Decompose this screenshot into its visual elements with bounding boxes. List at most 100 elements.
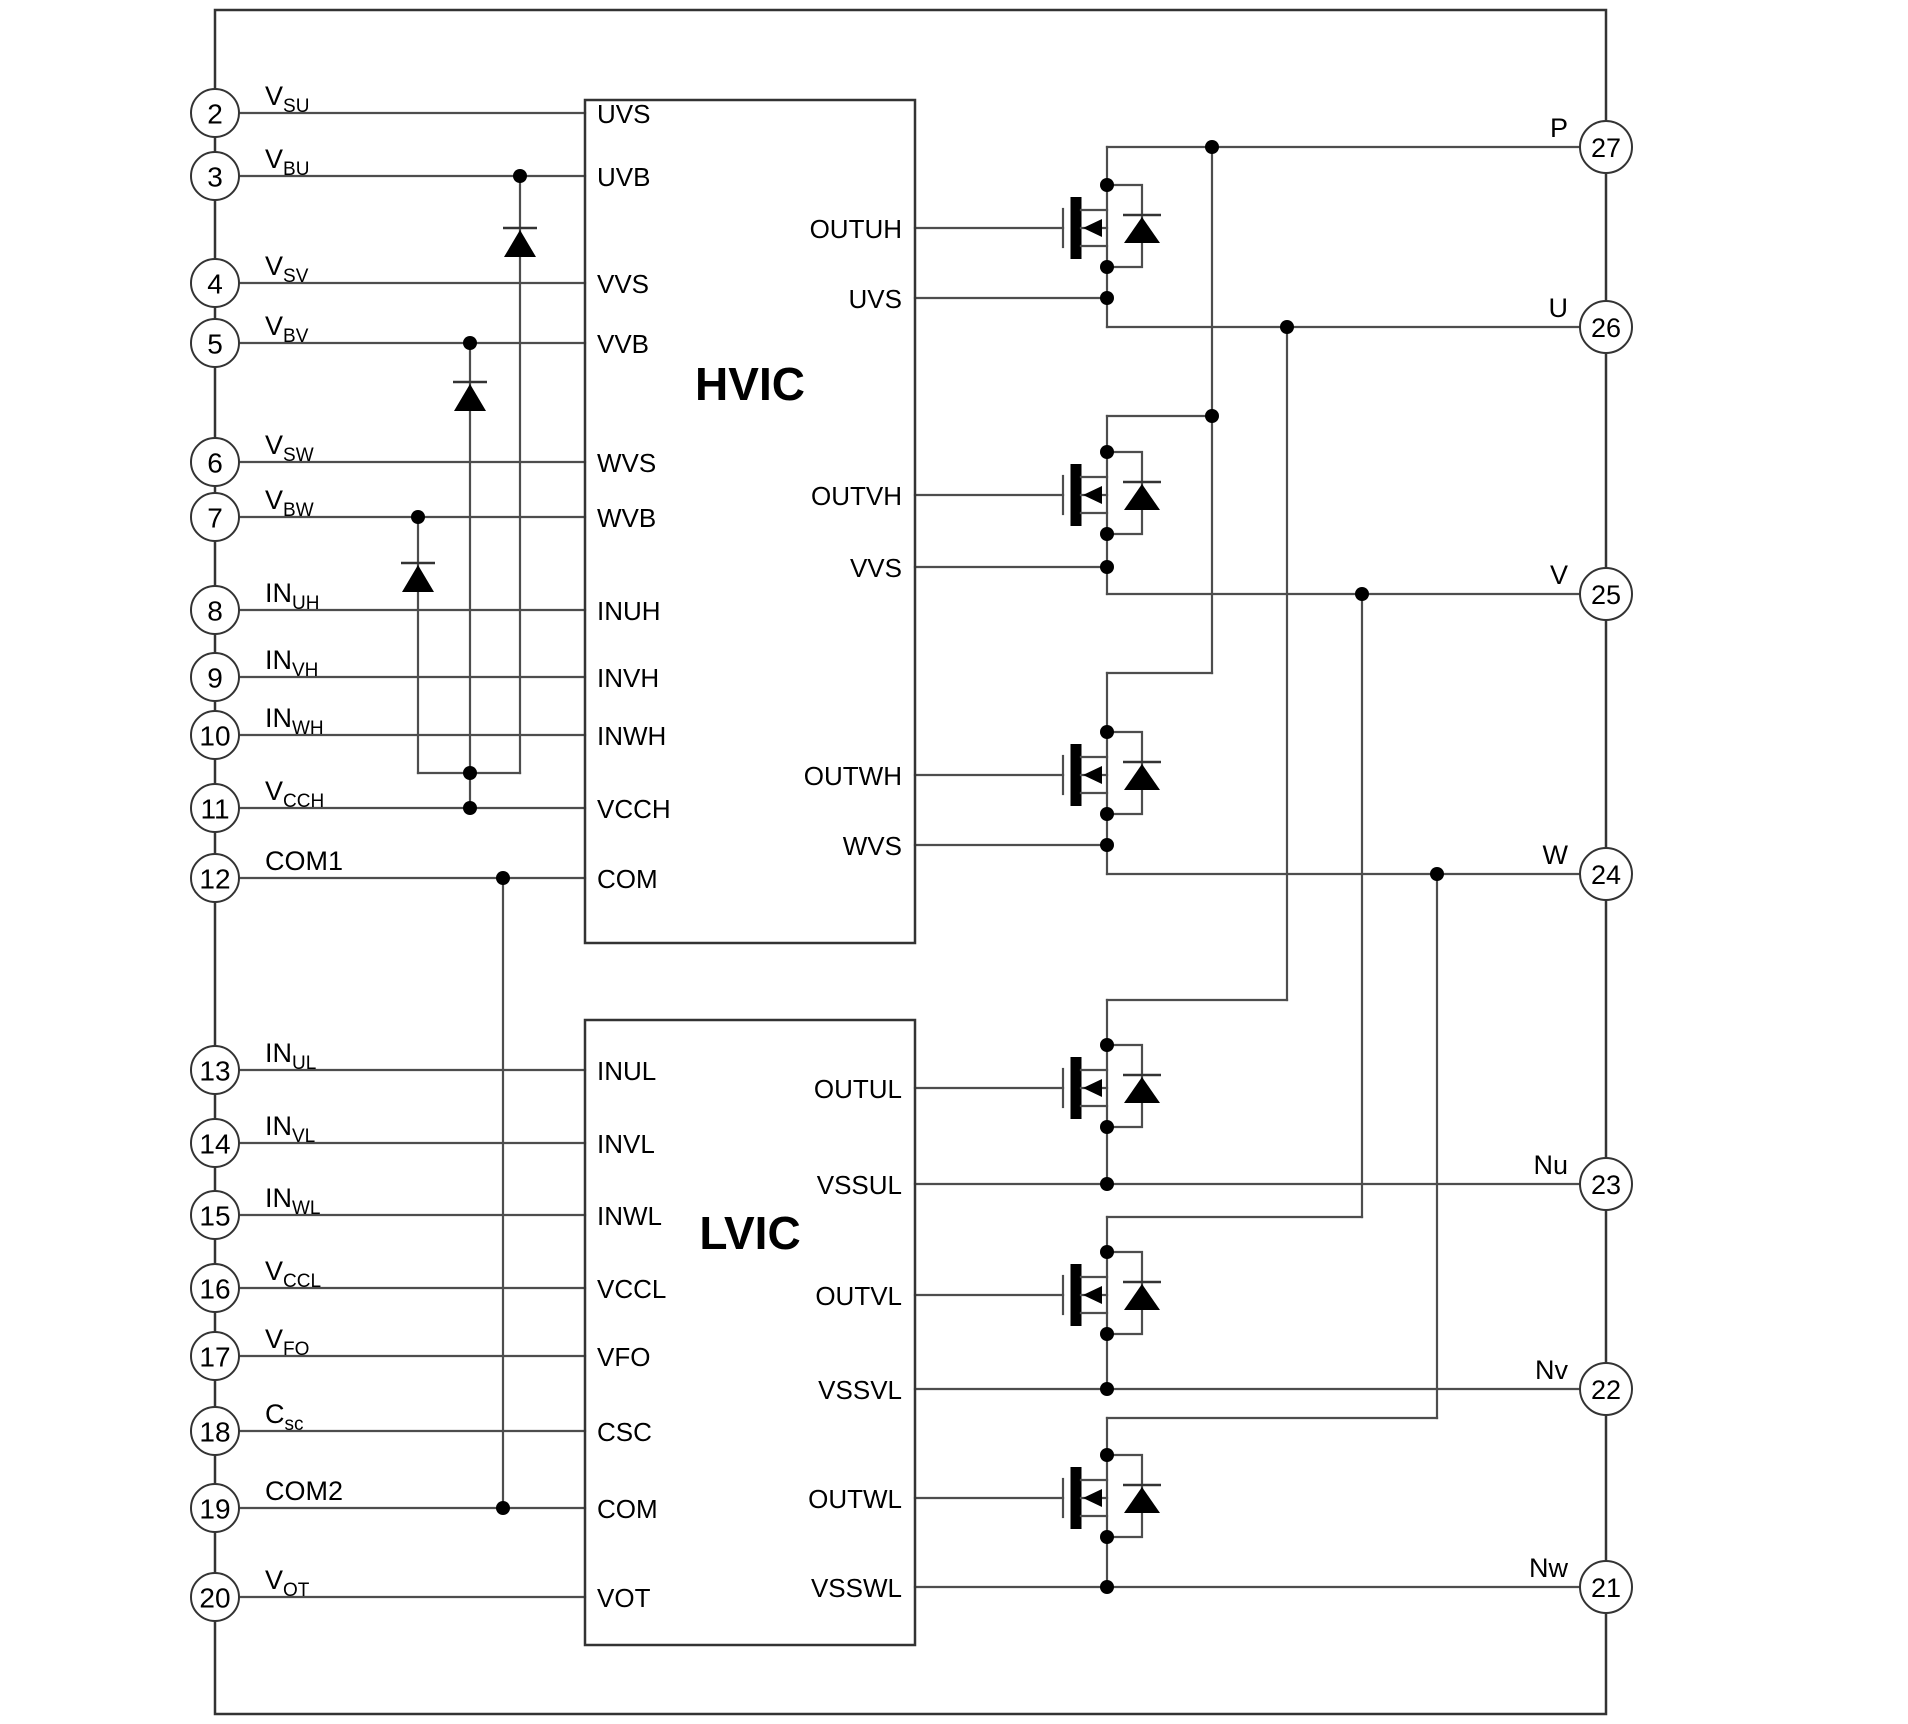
mosfet-u-high xyxy=(1061,145,1161,329)
pin-circle xyxy=(190,1331,240,1381)
hvic-left-pin-label: WVB xyxy=(597,503,656,533)
pin-number: 3 xyxy=(207,162,223,193)
hvic-left-pin-label: VVB xyxy=(597,329,649,359)
junction-dot xyxy=(1100,725,1114,739)
diode-triangle xyxy=(1124,1284,1160,1310)
signal-label-pin-6: VSW xyxy=(265,430,314,466)
pin-17: 17 xyxy=(190,1331,240,1381)
diode-triangle xyxy=(454,384,486,411)
pin-26: 26 xyxy=(1579,300,1633,354)
body-arrow xyxy=(1083,1489,1102,1507)
pin-circle xyxy=(190,151,240,201)
hvic-left-pin-label: COM xyxy=(597,864,658,894)
pin-number: 6 xyxy=(207,448,223,479)
hvic-right-pin-label: OUTUH xyxy=(810,214,902,244)
pin-9: 9 xyxy=(190,652,240,702)
pin-21: 21 xyxy=(1579,1560,1633,1614)
signal-label-pin-10: INWH xyxy=(265,703,324,739)
body-diode xyxy=(1107,450,1161,536)
pin-7: 7 xyxy=(190,492,240,542)
junction-dot xyxy=(1100,291,1114,305)
pin-circle xyxy=(1579,1362,1633,1416)
channel-bar xyxy=(1070,1264,1082,1326)
hvic-right-pin-label: OUTVH xyxy=(811,481,902,511)
body-arrow xyxy=(1083,219,1102,237)
pin-10: 10 xyxy=(190,710,240,760)
junction-dot xyxy=(1100,1580,1114,1594)
pin-number: 7 xyxy=(207,503,223,534)
lvic-right-pin-label: OUTUL xyxy=(814,1074,902,1104)
lvic-left-pin-label: VOT xyxy=(597,1583,651,1613)
pin-circle xyxy=(190,437,240,487)
junction-dot xyxy=(1100,1245,1114,1259)
hvic-left-pin-label: INVH xyxy=(597,663,659,693)
pin-14: 14 xyxy=(190,1118,240,1168)
body-diode xyxy=(1107,1453,1161,1539)
pin-number: 15 xyxy=(199,1201,230,1232)
signal-label-pin-12: COM1 xyxy=(265,846,343,876)
pin-circle xyxy=(190,492,240,542)
hvic-left-pin-label: VVS xyxy=(597,269,649,299)
junction-dot xyxy=(1100,445,1114,459)
channel-bar xyxy=(1070,744,1082,806)
signal-label-pin-20: VOT xyxy=(265,1565,310,1601)
junction-dot xyxy=(513,169,527,183)
phase-label-V: V xyxy=(1550,560,1568,590)
pin-number: 24 xyxy=(1591,860,1621,890)
phase-label-P: P xyxy=(1550,113,1568,143)
hvic-right-pin-label: WVS xyxy=(843,831,902,861)
junction-dot xyxy=(1100,1120,1114,1134)
mosfet-u-low xyxy=(1061,998,1161,1186)
pin-19: 19 xyxy=(190,1483,240,1533)
lvic-left-pin-label: INVL xyxy=(597,1129,655,1159)
pin-circle xyxy=(190,1190,240,1240)
bootstrap-diode-u xyxy=(503,226,537,257)
junction-dot xyxy=(1205,140,1219,154)
signal-label-pin-3: VBU xyxy=(265,144,309,180)
junction-dot xyxy=(463,766,477,780)
signal-label-pin-18: Csc xyxy=(265,1399,304,1435)
phase-label-Nv: Nv xyxy=(1535,1355,1568,1385)
boxes xyxy=(213,8,1608,1716)
pin-circle xyxy=(190,1572,240,1622)
pin-number: 20 xyxy=(199,1583,230,1614)
pin-circle xyxy=(190,585,240,635)
diode-triangle xyxy=(1124,1077,1160,1103)
diode-triangle xyxy=(1124,484,1160,510)
diode-triangle xyxy=(1124,1487,1160,1513)
lvic-left-pin-label: VCCL xyxy=(597,1274,666,1304)
module-outline xyxy=(213,8,1608,1716)
phase-label-Nw: Nw xyxy=(1529,1553,1568,1583)
pin-circle xyxy=(1579,120,1633,174)
pin-number: 14 xyxy=(199,1129,230,1160)
diode-triangle xyxy=(1124,764,1160,790)
lvic-left-pin-label: VFO xyxy=(597,1342,650,1372)
hvic-left-pin-label: INWH xyxy=(597,721,666,751)
pin-circle xyxy=(190,1045,240,1095)
pin-circle xyxy=(190,652,240,702)
pin-circle xyxy=(190,1118,240,1168)
pin-circle xyxy=(190,88,240,138)
mosfet-w-low xyxy=(1061,1416,1161,1589)
bootstrap-diode-v xyxy=(453,380,487,411)
pin-5: 5 xyxy=(190,318,240,368)
lvic-title: LVIC xyxy=(699,1207,800,1259)
hvic-right-pin-label: OUTWH xyxy=(804,761,902,791)
lvic-left-pin-label: INWL xyxy=(597,1201,662,1231)
lvic-right-pin-label: OUTVL xyxy=(815,1281,902,1311)
bootstrap-diode-w xyxy=(401,561,435,592)
pin-number: 10 xyxy=(199,721,230,752)
pin-12: 12 xyxy=(190,853,240,903)
pin-number: 9 xyxy=(207,663,223,694)
junction-dot xyxy=(1100,260,1114,274)
pin-20: 20 xyxy=(190,1572,240,1622)
pin-number: 19 xyxy=(199,1494,230,1525)
junction-dot xyxy=(1100,527,1114,541)
channel-bar xyxy=(1070,1467,1082,1529)
pin-circle xyxy=(190,1406,240,1456)
junction-dot xyxy=(1355,587,1369,601)
pin-number: 23 xyxy=(1591,1170,1621,1200)
pin-number: 26 xyxy=(1591,313,1621,343)
signal-label-pin-4: VSV xyxy=(265,251,309,287)
